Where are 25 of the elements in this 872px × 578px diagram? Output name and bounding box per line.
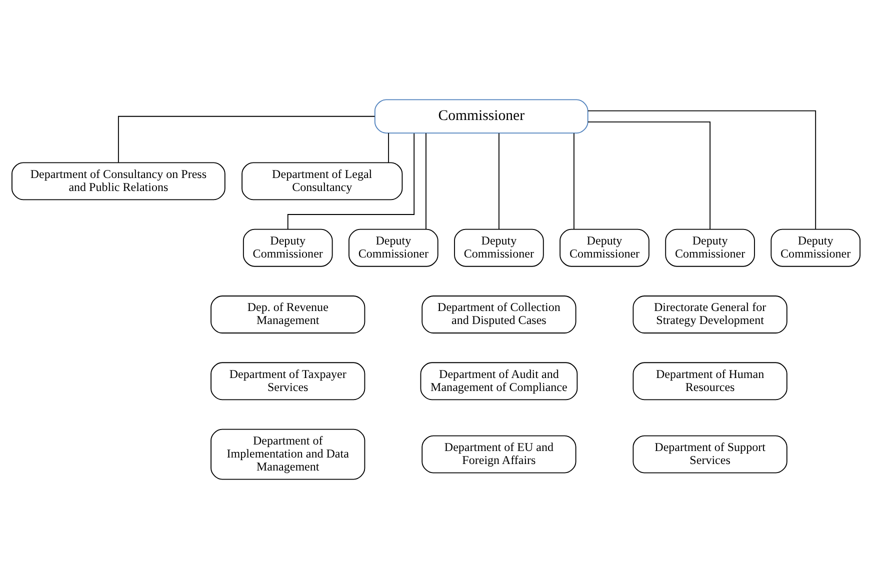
node-box: Deputy Commissioner <box>665 228 755 266</box>
node-box: Deputy Commissioner <box>770 228 860 266</box>
connector <box>118 115 376 162</box>
node-box: Department of Human Resources <box>632 362 788 400</box>
node-box: Dep. of Revenue Management <box>210 295 366 333</box>
connector <box>388 132 390 162</box>
node-box: Deputy Commissioner <box>454 228 544 266</box>
node-box: Department of EU and Foreign Affairs <box>422 434 576 473</box>
connector <box>498 132 500 230</box>
node-box: Directorate General for Strategy Development <box>632 295 788 333</box>
connector <box>573 132 574 230</box>
node-box: Department of Implementation and Data Management <box>210 428 366 480</box>
node-box: Department of Support Services <box>632 434 788 473</box>
node-box: Deputy Commissioner <box>348 228 438 266</box>
node-box: Department of Collection and Disputed Cases <box>422 295 576 333</box>
node-box: Department of Audit and Management of Compliance <box>420 362 578 400</box>
node-box: Deputy Commissioner <box>242 228 333 266</box>
node-box: Department of Taxpayer Services <box>210 362 366 400</box>
connector <box>588 110 816 230</box>
connector <box>588 120 711 230</box>
node-box: Department of Legal Consultancy <box>242 162 403 200</box>
node-box: Commissioner <box>374 98 588 133</box>
node-box: Deputy Commissioner <box>560 228 650 266</box>
connector <box>287 132 415 230</box>
node-box: Department of Consultancy on Press and Public Relations <box>12 162 226 200</box>
